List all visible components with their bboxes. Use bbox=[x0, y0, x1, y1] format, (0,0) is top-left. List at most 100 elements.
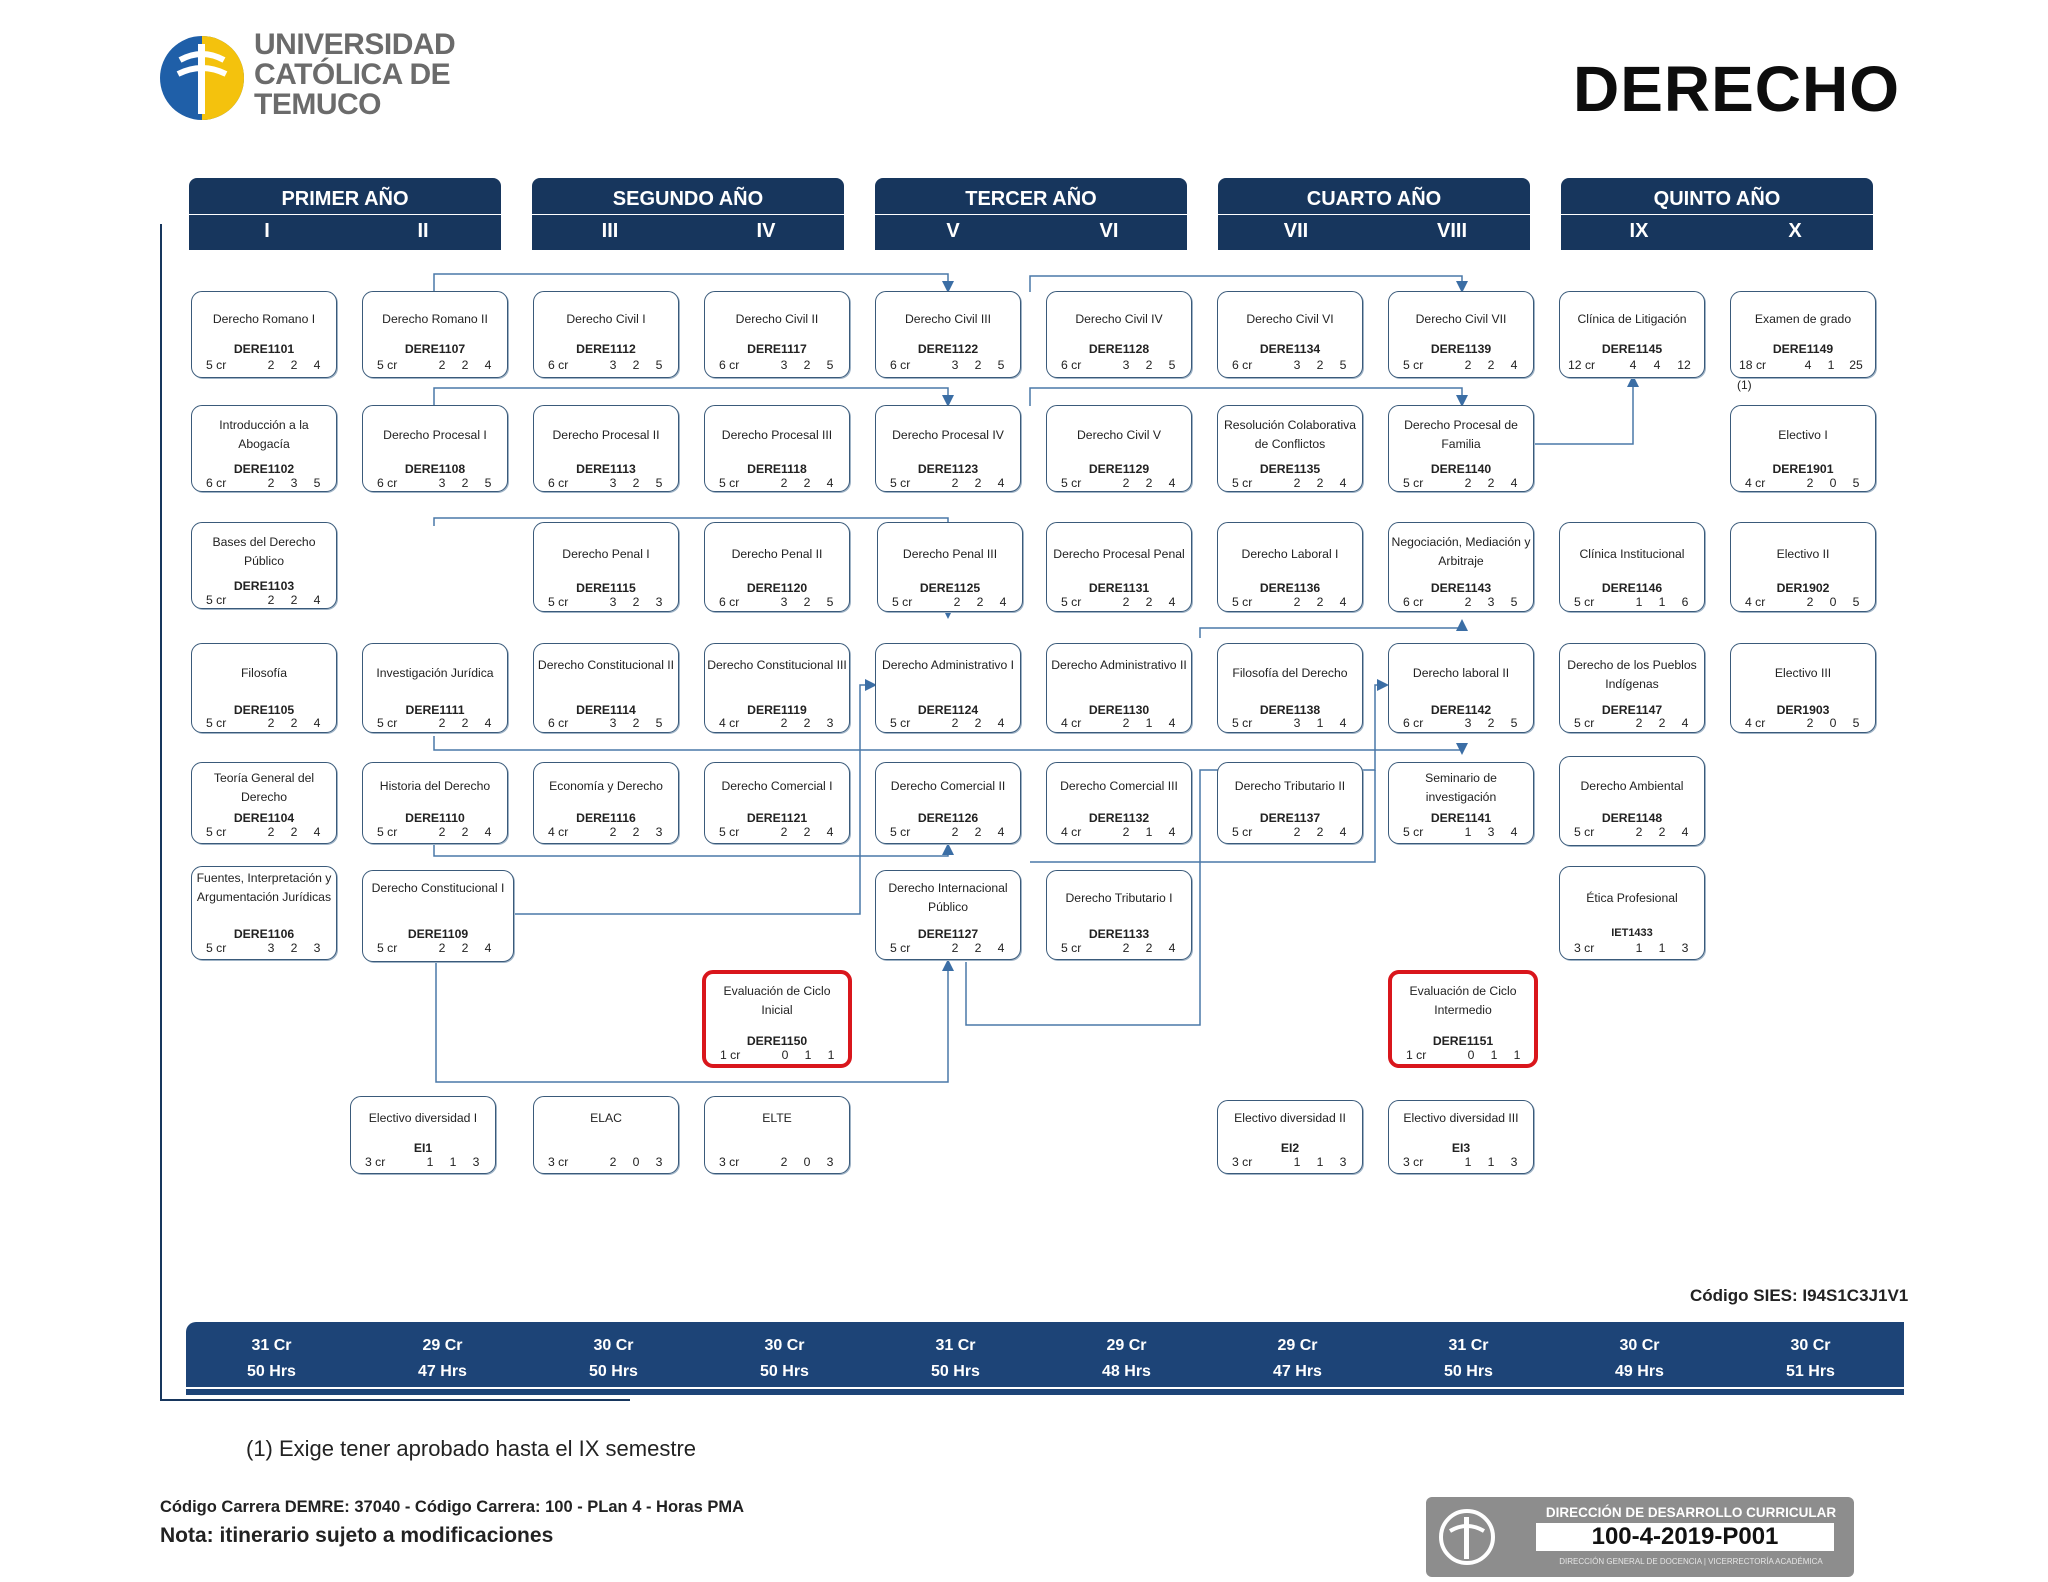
frame-line bbox=[160, 1399, 630, 1401]
course-credits: 1 cr bbox=[720, 1048, 741, 1062]
total-hours: 51 Hrs bbox=[1786, 1363, 1835, 1380]
course-hours: 2 bbox=[1316, 595, 1324, 609]
footnote-text: (1) Exige tener aprobado hasta el IX sem… bbox=[246, 1436, 697, 1461]
course-hours: 4 bbox=[1653, 358, 1661, 372]
course-credits: 5 cr bbox=[377, 358, 398, 372]
course-hours: 2 bbox=[438, 716, 446, 730]
course-credits: 5 cr bbox=[377, 825, 398, 839]
course-name: Derecho Comercial III bbox=[1060, 779, 1178, 793]
course-hours: 4 bbox=[1168, 595, 1176, 609]
course-hours: 2 bbox=[1122, 476, 1130, 490]
course-name: Bases del Derecho Público bbox=[212, 535, 316, 568]
course-credits: 4 cr bbox=[719, 716, 740, 730]
course-name: Investigación Jurídica bbox=[376, 666, 494, 680]
course-name: Filosofía bbox=[240, 666, 288, 680]
course-hours: 3 bbox=[826, 716, 834, 730]
course-hours: 5 bbox=[826, 595, 834, 609]
course-code: DERE1109 bbox=[407, 927, 469, 941]
total-hours: 49 Hrs bbox=[1615, 1363, 1664, 1380]
course-hours: 2 bbox=[461, 716, 469, 730]
total-credits: 31 Cr bbox=[251, 1337, 292, 1354]
course-hours: 2 bbox=[438, 358, 446, 372]
total-credits: 29 Cr bbox=[422, 1337, 463, 1354]
course-name: Derecho Tributario II bbox=[1234, 779, 1346, 793]
course-hours: 5 bbox=[1852, 476, 1860, 490]
connector-line bbox=[433, 842, 954, 857]
course-box[interactable]: Fuentes, Interpretación y Argumentación … bbox=[191, 866, 337, 960]
total-credits: 30 Cr bbox=[764, 1337, 805, 1354]
course-hours: 2 bbox=[438, 941, 446, 955]
semester-label: III bbox=[601, 220, 619, 242]
course-hours: 1 bbox=[426, 1155, 434, 1169]
year-header-2: SEGUNDO AÑO III IV bbox=[532, 178, 844, 250]
course-name: Derecho Civil VII bbox=[1415, 312, 1507, 326]
year-label: SEGUNDO AÑO bbox=[612, 188, 764, 210]
course-hours: 5 bbox=[1852, 595, 1860, 609]
course-name: Derecho Civil IV bbox=[1075, 312, 1163, 326]
course-hours: 5 bbox=[1852, 716, 1860, 730]
course-credits: 5 cr bbox=[892, 595, 913, 609]
course-code: DERE1120 bbox=[746, 581, 808, 595]
